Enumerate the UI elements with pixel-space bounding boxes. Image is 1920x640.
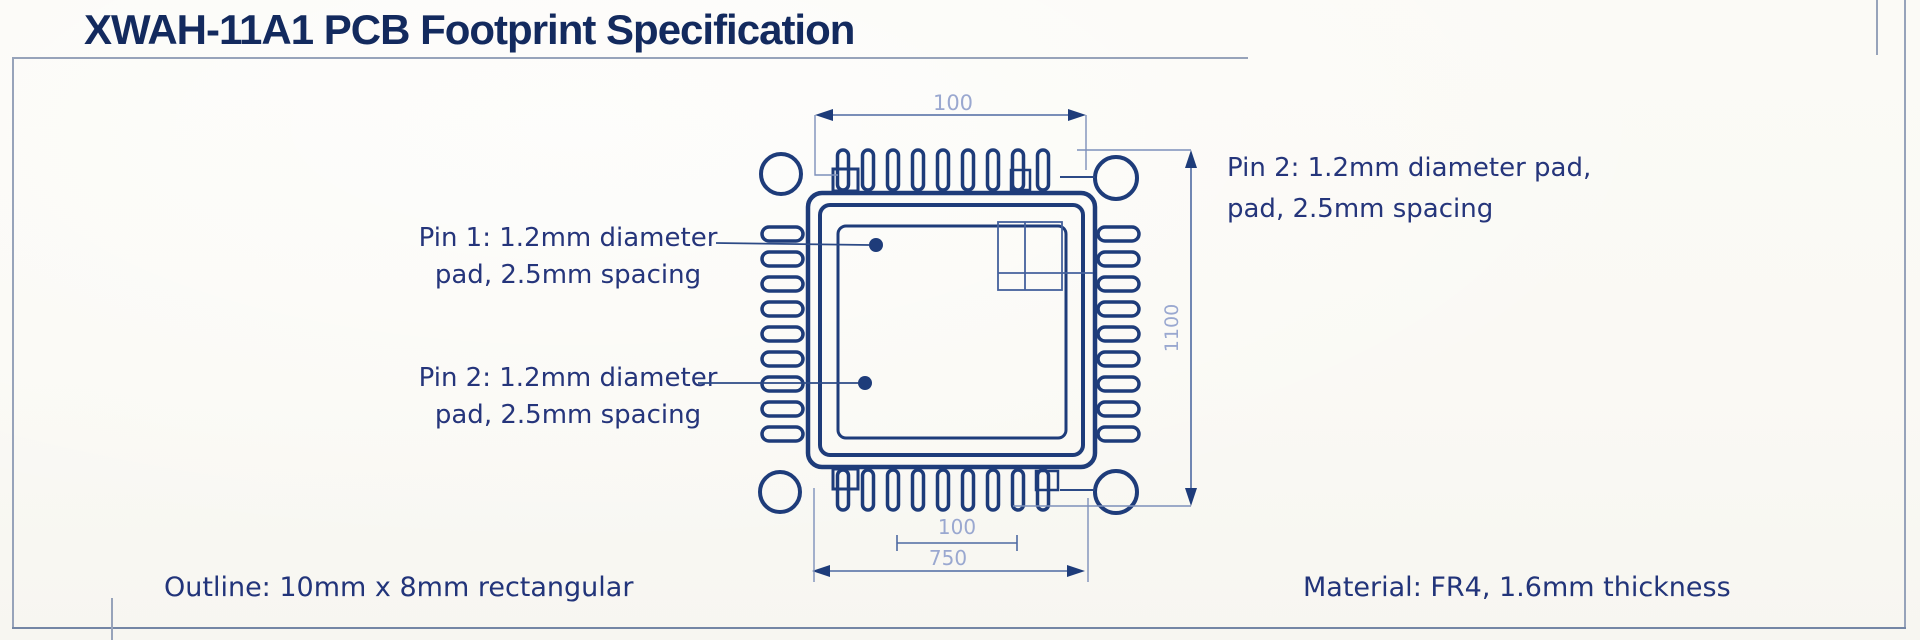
pin-pad: [1096, 325, 1141, 343]
pin-column-right: [1096, 225, 1141, 443]
pin-pad: [910, 148, 926, 192]
frame-right-tick: [1876, 0, 1878, 55]
pin2-left-callout-line2: pad, 2.5mm spacing: [434, 400, 702, 430]
pin-pad: [760, 225, 805, 243]
dimension-top-width-value: 100: [933, 91, 973, 115]
dimension-bottom-outer-value: 750: [929, 546, 967, 570]
pin1-callout-line2: pad, 2.5mm spacing: [434, 260, 702, 290]
pin-pad: [760, 250, 805, 268]
footprint-diagram: 100 1100 100 750: [698, 91, 1197, 582]
pin-pad: [1096, 425, 1141, 443]
pin2-left-callout: Pin 2: 1.2mm diameter pad, 2.5mm spacing: [408, 360, 728, 434]
pin-pad: [985, 468, 1001, 512]
pin2-pad-dot: [858, 376, 872, 390]
pin-pad: [960, 468, 976, 512]
dimension-bottom-outer: 750: [812, 488, 1089, 582]
pin-pad: [935, 148, 951, 192]
pin-pad: [985, 148, 1001, 192]
mounting-hole-top-left: [759, 152, 803, 196]
frame-bottomleft-tick: [111, 598, 113, 640]
pin-pad: [760, 300, 805, 318]
chip-body-outline: [805, 190, 1098, 470]
pin1-leader-line: [715, 242, 870, 246]
pin2-left-callout-line1: Pin 2: 1.2mm diameter: [418, 363, 718, 393]
title-underline: [12, 57, 1248, 59]
corner-connector-lines: [1060, 176, 1095, 491]
pin1-callout: Pin 1: 1.2mm diameter pad, 2.5mm spacing: [408, 220, 728, 294]
pin-pad: [910, 468, 926, 512]
dimension-top-width: 100: [814, 91, 1087, 176]
pin-pad: [760, 350, 805, 368]
frame-right-border: [1904, 0, 1906, 629]
pin-pad: [760, 325, 805, 343]
pin-indicator-pads: [831, 167, 1060, 492]
mounting-hole-bottom-left: [758, 470, 802, 514]
pin-pad: [760, 275, 805, 293]
pin-pad: [1096, 275, 1141, 293]
frame-left-border: [12, 57, 14, 629]
dimension-bottom-inner: 100: [896, 515, 1018, 551]
mounting-hole-bottom-right: [1093, 469, 1139, 515]
frame-bottom-border: [12, 627, 1906, 629]
dimension-bottom-inner-value: 100: [938, 515, 976, 539]
page-title: XWAH-11A1 PCB Footprint Specification: [84, 6, 855, 53]
pin-pad: [760, 425, 805, 443]
pin-pad: [760, 400, 805, 418]
pin-pad: [860, 468, 876, 512]
pin-column-left: [760, 225, 805, 443]
pin-pad: [935, 468, 951, 512]
pin-pad: [860, 148, 876, 192]
pin-pad: [760, 375, 805, 393]
pin-pad: [1096, 400, 1141, 418]
pin-locating-detail: [997, 221, 1093, 291]
pin1-pad-dot: [869, 238, 883, 252]
pin-pad: [885, 468, 901, 512]
dimension-right-height: 1100: [1013, 149, 1197, 507]
pin-pad: [1035, 148, 1051, 192]
pin2-right-callout-line1: Pin 2: 1.2mm diameter pad,: [1227, 153, 1592, 183]
pin-pad: [1096, 350, 1141, 368]
pin-pad: [1096, 250, 1141, 268]
pin-pad: [885, 148, 901, 192]
pin1-callout-line1: Pin 1: 1.2mm diameter: [418, 223, 718, 253]
pin2-right-callout: Pin 2: 1.2mm diameter pad, pad, 2.5mm sp…: [1227, 148, 1591, 230]
pin-row-bottom: [835, 468, 1051, 512]
material-note: Material: FR4, 1.6mm thickness: [1303, 572, 1731, 603]
pin-pad: [960, 148, 976, 192]
outline-note: Outline: 10mm x 8mm rectangular: [164, 572, 634, 603]
pin-pad: [1096, 300, 1141, 318]
pin-pad: [1010, 468, 1026, 512]
pin-pad: [1096, 225, 1141, 243]
pin-pad: [1096, 375, 1141, 393]
dimension-right-height-value: 1100: [1161, 304, 1183, 352]
mounting-hole-top-right: [1093, 155, 1139, 201]
pin2-right-callout-line2: pad, 2.5mm spacing: [1227, 194, 1494, 224]
